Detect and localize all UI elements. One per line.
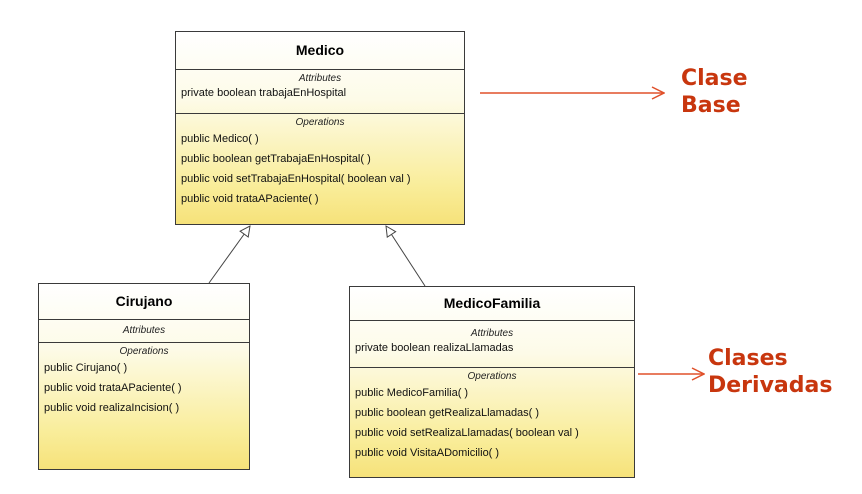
- operation: public MedicoFamilia( ): [355, 387, 469, 399]
- operation: public void trataAPaciente( ): [181, 193, 319, 205]
- operation: public Medico( ): [181, 133, 259, 145]
- derived-classes-label: Clases Derivadas: [708, 345, 832, 399]
- class-cirujano[interactable]: Cirujano Attributes Operations public Ci…: [38, 283, 250, 470]
- attribute: private boolean realizaLlamadas: [355, 342, 514, 354]
- operations-title: Operations: [467, 371, 517, 382]
- generalization-cirujano: [208, 226, 250, 284]
- operation: public void setRealizaLlamadas( boolean …: [355, 427, 579, 439]
- label-line: Base: [681, 93, 741, 118]
- operations-section: Operations public Cirujano( ) public voi…: [39, 343, 249, 418]
- class-medicofamilia[interactable]: MedicoFamilia Attributes private boolean…: [349, 286, 635, 478]
- label-line: Clase: [681, 66, 748, 91]
- operations-section: Operations public Medico( ) public boole…: [176, 114, 464, 209]
- attribute: private boolean trabajaEnHospital: [181, 87, 347, 99]
- operation: public void setTrabajaEnHospital( boolea…: [181, 173, 411, 185]
- operation: public boolean getRealizaLlamadas( ): [355, 407, 540, 419]
- attributes-title: Attributes: [470, 328, 514, 339]
- operation: public void realizaIncision( ): [44, 402, 180, 414]
- operations-section: Operations public MedicoFamilia( ) publi…: [350, 368, 634, 463]
- attributes-title: Attributes: [298, 73, 342, 84]
- attributes-section: Attributes private boolean trabajaEnHosp…: [176, 70, 464, 114]
- operation: public Cirujano( ): [44, 362, 128, 374]
- class-name: Cirujano: [39, 284, 249, 320]
- operations-title: Operations: [295, 117, 345, 128]
- generalization-medicofamilia: [386, 226, 426, 287]
- operation: public void VisitaADomicilio( ): [355, 447, 500, 459]
- operation: public boolean getTrabajaEnHospital( ): [181, 153, 371, 165]
- label-line: Clases: [708, 346, 788, 371]
- base-class-label: Clase Base: [681, 65, 748, 119]
- operation: public void trataAPaciente( ): [44, 382, 182, 394]
- operations-title: Operations: [119, 346, 169, 357]
- attributes-section: Attributes private boolean realizaLlamad…: [350, 321, 634, 368]
- attributes-section: Attributes: [39, 320, 249, 343]
- class-name: MedicoFamilia: [350, 287, 634, 321]
- class-medico[interactable]: Medico Attributes private boolean trabaj…: [175, 31, 465, 225]
- attributes-title: Attributes: [122, 325, 166, 336]
- label-line: Derivadas: [708, 373, 833, 398]
- class-name: Medico: [176, 32, 464, 70]
